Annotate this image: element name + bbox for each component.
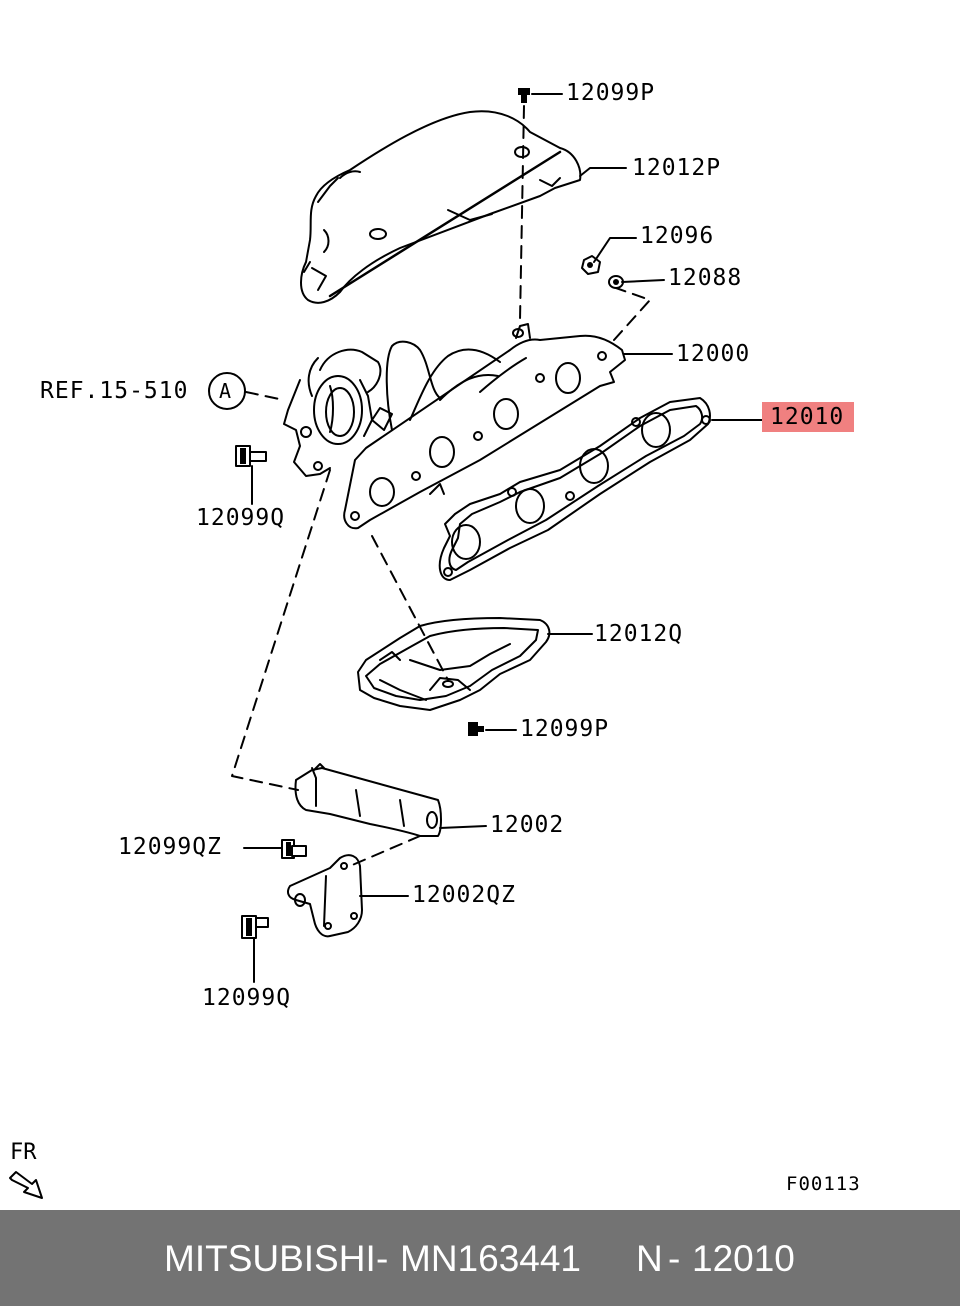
label-12088: 12088 [668, 265, 743, 291]
label-12000: 12000 [676, 341, 751, 367]
leader-lines [243, 93, 765, 983]
exhaust-manifold-diagram [9, 88, 765, 1199]
label-12099QZ: 12099QZ [118, 834, 222, 860]
label-12096: 12096 [640, 223, 715, 249]
exhaust-manifold [283, 323, 626, 530]
front-direction-arrow [9, 1171, 43, 1199]
bracket-12002QZ [287, 854, 363, 938]
bracket-12002 [294, 763, 442, 837]
fasteners [235, 88, 624, 939]
label-12002: 12002 [490, 812, 565, 838]
footer-bar: MITSUBISHI - MN163441 N - 12010 [0, 1210, 960, 1306]
label-ref-circle: A [219, 379, 232, 403]
alignment-lines [231, 105, 651, 867]
footer-brand: MITSUBISHI [164, 1238, 376, 1279]
label-12099P-top: 12099P [566, 80, 656, 106]
label-12002QZ: 12002QZ [412, 882, 516, 908]
footer-ref-prefix: N [636, 1238, 663, 1279]
label-12012Q: 12012Q [594, 621, 684, 647]
upper-heat-shield [300, 110, 582, 304]
label-12012P: 12012P [632, 155, 722, 181]
footer-part-number: MN163441 [400, 1238, 582, 1279]
figure-code: F00113 [786, 1173, 861, 1195]
label-12099Q-lower: 12099Q [202, 985, 292, 1011]
footer-separator-2: - [668, 1238, 681, 1279]
label-12099P-lower: 12099P [520, 716, 610, 742]
front-direction-label: FR [10, 1140, 37, 1165]
label-12099Q-upper: 12099Q [196, 505, 286, 531]
footer-separator-1: - [376, 1238, 389, 1279]
lower-heat-shield [357, 617, 551, 711]
label-ref: REF.15-510 [40, 378, 189, 404]
footer-ref-number: 12010 [692, 1238, 795, 1279]
ref-circle [208, 372, 246, 410]
label-12010-highlighted: 12010 [762, 402, 855, 432]
manifold-gasket [438, 397, 711, 581]
